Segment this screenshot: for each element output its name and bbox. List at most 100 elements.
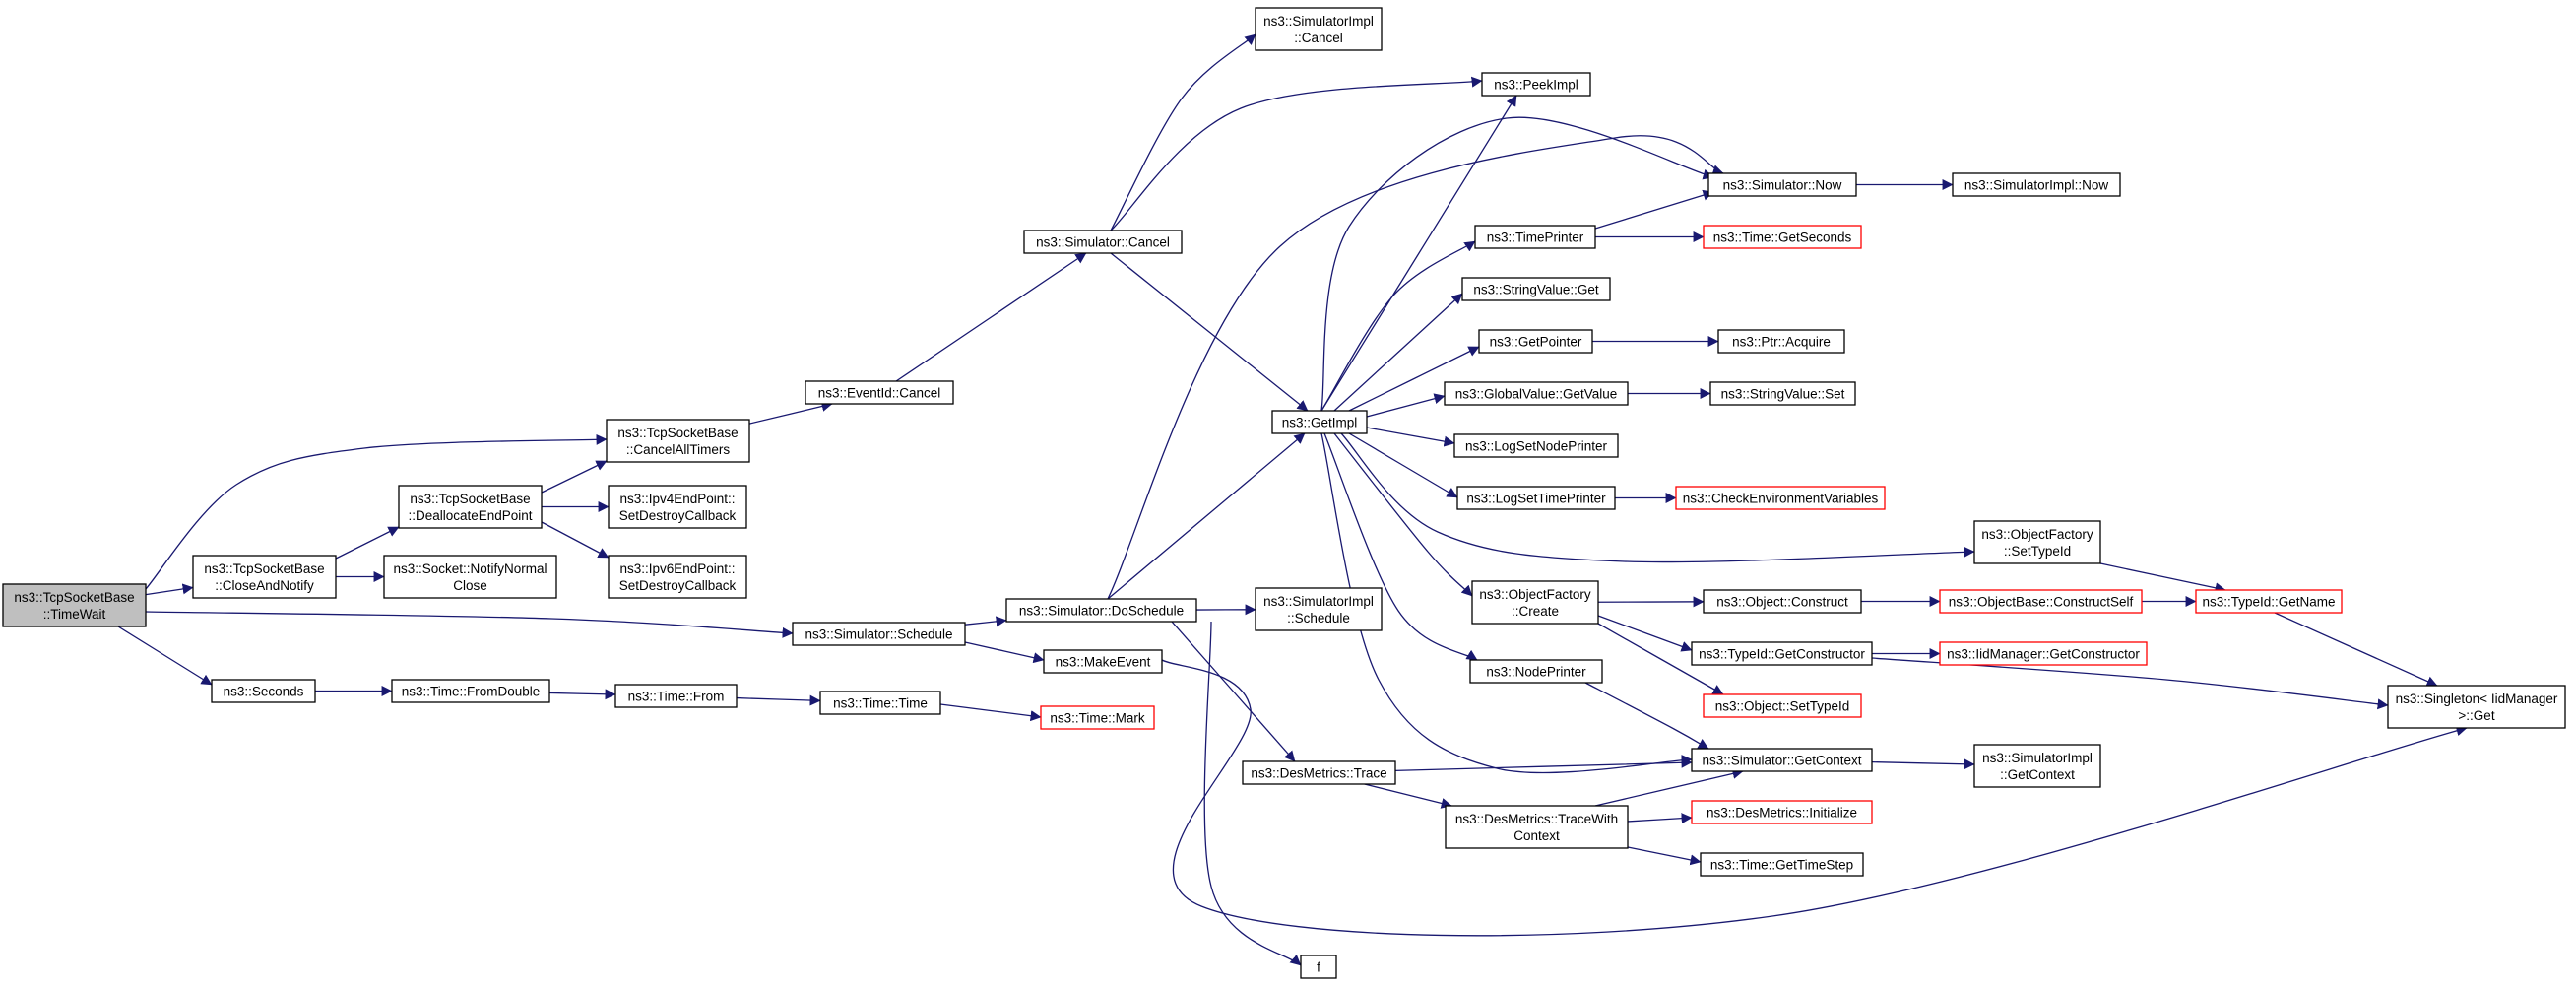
- node-nodeprinter[interactable]: ns3::NodePrinter: [1469, 659, 1603, 684]
- node-peekimpl[interactable]: ns3::PeekImpl: [1481, 72, 1591, 97]
- node-label-simimplnow-0: ns3::SimulatorImpl::Now: [1964, 178, 2109, 193]
- node-closeandnotify[interactable]: ns3::TcpSocketBase::CloseAndNotify: [192, 555, 337, 599]
- node-label-timemark-0: ns3::Time::Mark: [1050, 711, 1145, 726]
- edge-simschedule-to-dosched: [964, 616, 1007, 627]
- node-singletonget[interactable]: ns3::Singleton< IidManager>::Get: [2387, 685, 2566, 729]
- node-label-simimplcancel-1: ::Cancel: [1294, 31, 1343, 45]
- node-label-closeandnotify-0: ns3::TcpSocketBase: [204, 561, 324, 576]
- node-typeidgetconstructor[interactable]: ns3::TypeId::GetConstructor: [1691, 641, 1873, 666]
- edge-tracewithcontext-to-desinitialize: [1627, 813, 1693, 824]
- node-label-objconstruct-0: ns3::Object::Construct: [1716, 595, 1848, 610]
- node-getpointer[interactable]: ns3::GetPointer: [1478, 329, 1593, 354]
- node-label-ipv4destroy-1: SetDestroyCallback: [619, 508, 737, 523]
- edge-typeidgetname-to-singletonget: [2274, 612, 2438, 687]
- edge-getimpl-to-logsettime: [1348, 432, 1458, 498]
- node-simimplcancel[interactable]: ns3::SimulatorImpl::Cancel: [1255, 7, 1383, 51]
- node-box-dosched: [1005, 598, 1197, 623]
- node-logsettime[interactable]: ns3::LogSetTimePrinter: [1456, 486, 1616, 510]
- node-logsetnode[interactable]: ns3::LogSetNodePrinter: [1453, 433, 1619, 458]
- node-simcancel[interactable]: ns3::Simulator::Cancel: [1023, 230, 1183, 254]
- node-label-logsettime-0: ns3::LogSetTimePrinter: [1466, 492, 1606, 506]
- node-ofsettypeid[interactable]: ns3::ObjectFactory::SetTypeId: [1973, 520, 2101, 564]
- node-objconstruct[interactable]: ns3::Object::Construct: [1703, 589, 1862, 614]
- node-box-singletonget: [2387, 685, 2566, 729]
- node-getimpl[interactable]: ns3::GetImpl: [1271, 410, 1368, 434]
- node-ofcreate[interactable]: ns3::ObjectFactory::Create: [1471, 580, 1599, 625]
- node-simschedule[interactable]: ns3::Simulator::Schedule: [792, 622, 966, 646]
- node-box-simimplgetcontext: [1973, 744, 2101, 788]
- node-seconds[interactable]: ns3::Seconds: [211, 679, 316, 703]
- edge-getimpl-to-simgetcontext: [1320, 432, 1693, 774]
- node-dosched[interactable]: ns3::Simulator::DoSchedule: [1005, 598, 1197, 623]
- node-fromdouble[interactable]: ns3::Time::FromDouble: [391, 679, 550, 703]
- node-checkenv[interactable]: ns3::CheckEnvironmentVariables: [1675, 486, 1886, 510]
- node-label-notifynormalclose-0: ns3::Socket::NotifyNormal: [393, 561, 547, 576]
- node-simimplnow[interactable]: ns3::SimulatorImpl::Now: [1952, 172, 2121, 197]
- edge-timewait-to-cancelalltimers: [145, 433, 608, 590]
- node-destrace[interactable]: ns3::DesMetrics::Trace: [1242, 760, 1396, 785]
- node-ipv6destroy[interactable]: ns3::Ipv6EndPoint::SetDestroyCallback: [608, 555, 747, 599]
- node-label-timegettimestep-0: ns3::Time::GetTimeStep: [1710, 858, 1853, 873]
- node-label-typeidgetname-0: ns3::TypeId::GetName: [2202, 595, 2335, 610]
- node-box-ofsettypeid: [1973, 520, 2101, 564]
- node-ptracquire[interactable]: ns3::Ptr::Acquire: [1717, 329, 1845, 354]
- node-f[interactable]: f: [1300, 955, 1337, 979]
- edge-simschedule-to-makeevent: [964, 641, 1045, 664]
- node-globalvalue[interactable]: ns3::GlobalValue::GetValue: [1444, 381, 1629, 406]
- node-label-singletonget-1: >::Get: [2458, 708, 2494, 723]
- node-label-timeprinter-0: ns3::TimePrinter: [1487, 231, 1584, 245]
- node-timegettimestep[interactable]: ns3::Time::GetTimeStep: [1700, 852, 1864, 877]
- node-box-typeidgetname: [2195, 589, 2343, 614]
- node-simimplgetcontext[interactable]: ns3::SimulatorImpl::GetContext: [1973, 744, 2101, 788]
- node-simimplschedule[interactable]: ns3::SimulatorImpl::Schedule: [1255, 587, 1383, 631]
- node-simnow[interactable]: ns3::Simulator::Now: [1707, 172, 1857, 197]
- node-label-nodeprinter-0: ns3::NodePrinter: [1486, 665, 1586, 680]
- node-timegetseconds[interactable]: ns3::Time::GetSeconds: [1703, 225, 1862, 249]
- edge-cancelalltimers-to-eventidcancel: [748, 401, 833, 425]
- edge-getimpl-to-ofcreate: [1333, 432, 1473, 597]
- node-eventidcancel[interactable]: ns3::EventId::Cancel: [805, 380, 954, 405]
- edge-getimpl-to-timeprinter: [1320, 240, 1476, 412]
- node-makeevent[interactable]: ns3::MakeEvent: [1043, 649, 1163, 674]
- node-ipv4destroy[interactable]: ns3::Ipv4EndPoint::SetDestroyCallback: [608, 485, 747, 529]
- node-objsettypeid[interactable]: ns3::Object::SetTypeId: [1703, 693, 1862, 718]
- node-simgetcontext[interactable]: ns3::Simulator::GetContext: [1691, 748, 1873, 772]
- node-box-deallocateendpoint: [398, 485, 543, 529]
- node-stringvalueset[interactable]: ns3::StringValue::Set: [1709, 381, 1856, 406]
- node-label-simcancel-0: ns3::Simulator::Cancel: [1036, 235, 1170, 250]
- node-label-simimplschedule-0: ns3::SimulatorImpl: [1263, 594, 1374, 609]
- node-label-simimplgetcontext-0: ns3::SimulatorImpl: [1982, 751, 2093, 765]
- node-timefrom[interactable]: ns3::Time::From: [614, 684, 738, 708]
- node-timemark[interactable]: ns3::Time::Mark: [1040, 705, 1155, 730]
- node-timewait[interactable]: ns3::TcpSocketBase::TimeWait: [2, 583, 147, 627]
- node-label-timewait-0: ns3::TcpSocketBase: [14, 590, 134, 605]
- node-deallocateendpoint[interactable]: ns3::TcpSocketBase::DeallocateEndPoint: [398, 485, 543, 529]
- edge-dosched-to-getimpl: [1107, 432, 1306, 600]
- node-label-simimplcancel-0: ns3::SimulatorImpl: [1263, 14, 1374, 29]
- node-box-peekimpl: [1481, 72, 1591, 97]
- node-timeprinter[interactable]: ns3::TimePrinter: [1474, 225, 1596, 249]
- node-timetime[interactable]: ns3::Time::Time: [819, 691, 941, 715]
- node-label-deallocateendpoint-0: ns3::TcpSocketBase: [410, 492, 530, 506]
- node-label-ptracquire-0: ns3::Ptr::Acquire: [1732, 335, 1831, 350]
- node-label-eventidcancel-0: ns3::EventId::Cancel: [818, 386, 941, 401]
- node-box-makeevent: [1043, 649, 1163, 674]
- edge-destrace-to-simgetcontext: [1394, 757, 1693, 772]
- node-box-timegettimestep: [1700, 852, 1864, 877]
- node-label-simimplschedule-1: ::Schedule: [1287, 611, 1350, 626]
- edge-timewait-to-seconds: [117, 626, 213, 686]
- edge-nodeprinter-to-simgetcontext: [1584, 682, 1709, 750]
- node-label-timefrom-0: ns3::Time::From: [628, 690, 725, 704]
- node-objbaseconstructself[interactable]: ns3::ObjectBase::ConstructSelf: [1939, 589, 2143, 614]
- node-label-tracewithcontext-0: ns3::DesMetrics::TraceWith: [1455, 812, 1618, 826]
- node-box-nodeprinter: [1469, 659, 1603, 684]
- node-typeidgetname[interactable]: ns3::TypeId::GetName: [2195, 589, 2343, 614]
- node-cancelalltimers[interactable]: ns3::TcpSocketBase::CancelAllTimers: [606, 419, 750, 463]
- edge-timewait-to-closeandnotify: [145, 583, 194, 596]
- node-iidmanagergetconstructor[interactable]: ns3::IidManager::GetConstructor: [1939, 641, 2148, 666]
- node-stringvalueget[interactable]: ns3::StringValue::Get: [1461, 277, 1611, 301]
- node-desinitialize[interactable]: ns3::DesMetrics::Initialize: [1691, 800, 1873, 824]
- node-label-closeandnotify-1: ::CloseAndNotify: [215, 578, 314, 593]
